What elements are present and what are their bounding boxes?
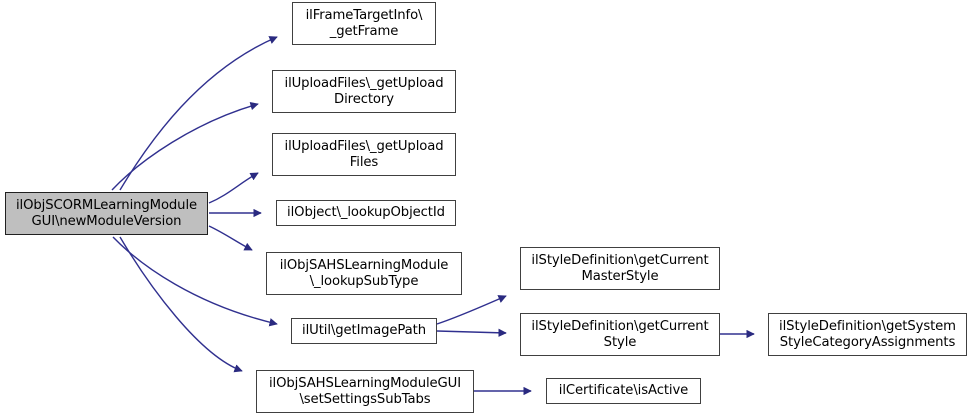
edge-root-to-setsettingssubtabs [119,236,243,373]
node-label: ilCertificate\isActive [558,383,689,399]
node-ilobjscormlearningmodulegui-newmoduleversion[interactable]: ilObjSCORMLearningModule GUI\newModuleVe… [5,192,208,235]
node-label: ilObjSCORMLearningModule GUI\newModuleVe… [15,197,198,229]
edge-getimagepath-to-getcurrentstyle [436,328,507,337]
node-label: ilUtil\getImagePath [302,323,426,339]
edge-root-to-getimagepath [112,236,278,327]
node-iluploadfiles-getuploaddirectory[interactable]: ilUploadFiles\_getUpload Directory [272,70,456,113]
node-ilobjsahslearningmodulegui-setsettingssubtabs[interactable]: ilObjSAHSLearningModuleGUI \setSettingsS… [256,370,474,413]
edge-getimagepath-to-getcurrentmasterstyle [436,295,507,325]
node-ilframetargetinfo-getframe[interactable]: ilFrameTargetInfo\ _getFrame [292,2,436,45]
node-label: ilStyleDefinition\getCurrent MasterStyle [531,252,709,284]
node-ilstyledefinition-getcurrentstyle[interactable]: ilStyleDefinition\getCurrent Style [520,313,720,356]
node-ilstyledefinition-getcurrentmasterstyle[interactable]: ilStyleDefinition\getCurrent MasterStyle [520,247,720,290]
node-label: ilStyleDefinition\getCurrent Style [531,318,709,350]
node-label: ilObjSAHSLearningModuleGUI \setSettingsS… [268,375,462,407]
node-label: ilObjSAHSLearningModule \_lookupSubType [279,257,449,289]
node-label: ilStyleDefinition\getSystem StyleCategor… [779,318,956,350]
node-ilobject-lookupobjectid[interactable]: ilObject\_lookupObjectId [276,200,456,226]
node-label: ilUploadFiles\_getUpload Directory [284,75,444,107]
node-ilutil-getimagepath[interactable]: ilUtil\getImagePath [291,318,437,344]
node-label: ilFrameTargetInfo\ _getFrame [305,7,423,39]
node-label: ilUploadFiles\_getUpload Files [284,138,444,170]
node-ilcertificate-isactive[interactable]: ilCertificate\isActive [546,378,701,404]
edge-root-to-getuploaddirectory [111,102,259,191]
edge-root-to-lookupsubtype [208,225,253,251]
edge-root-to-getframe [119,36,278,191]
node-ilstyledefinition-getsystemstylecategoryassignments[interactable]: ilStyleDefinition\getSystem StyleCategor… [768,313,967,356]
node-ilobjsahslearningmodule-lookupsubtype[interactable]: ilObjSAHSLearningModule \_lookupSubType [266,252,462,295]
node-label: ilObject\_lookupObjectId [287,205,445,221]
node-iluploadfiles-getuploadfiles[interactable]: ilUploadFiles\_getUpload Files [272,133,456,176]
edge-root-to-getuploadfiles [208,172,259,204]
